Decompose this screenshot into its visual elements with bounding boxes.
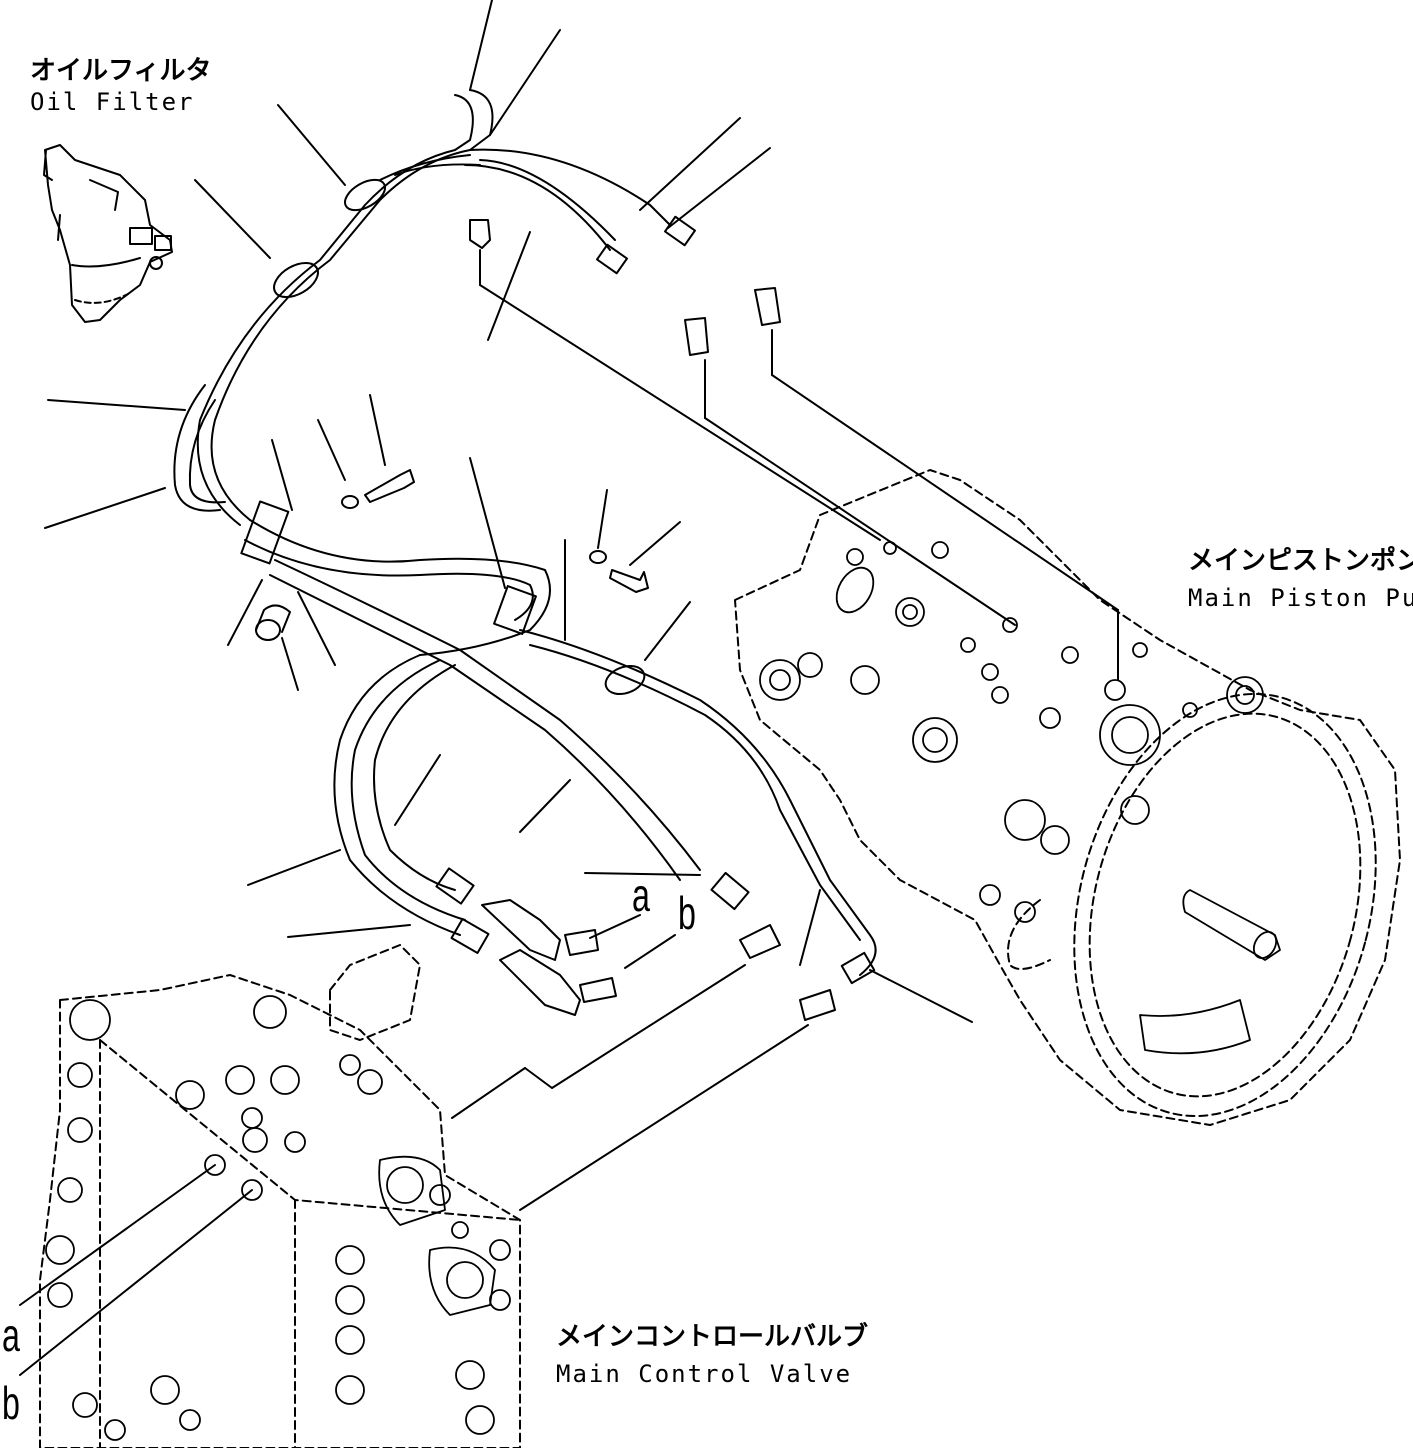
port-letter-a-bottom: a	[2, 1309, 20, 1361]
oil-filter-label-en: Oil Filter	[30, 88, 195, 116]
main-control-valve-label-jp: メインコントロールバルブ	[556, 1322, 869, 1352]
valve-details	[45, 995, 511, 1441]
oil-filter-part	[43, 144, 173, 323]
port-letter-b-bottom: b	[2, 1377, 20, 1429]
main-piston-pump-label-en: Main Piston Pump	[1188, 584, 1413, 612]
main-control-valve-label-en: Main Control Valve	[556, 1360, 853, 1388]
main-control-valve-part	[39, 944, 521, 1448]
main-piston-pump-part	[734, 469, 1401, 1126]
port-letter-b-top: b	[678, 887, 696, 939]
hose-bundle	[173, 89, 877, 976]
hose-fittings	[240, 178, 876, 1021]
pump-details	[759, 541, 1281, 1055]
main-piston-pump-label-jp: メインピストンポンプ	[1188, 546, 1413, 576]
oil-filter-label-jp: オイルフィルタ	[30, 56, 212, 86]
port-letter-a-top: a	[632, 869, 650, 921]
leader-lines	[19, 0, 1119, 1376]
